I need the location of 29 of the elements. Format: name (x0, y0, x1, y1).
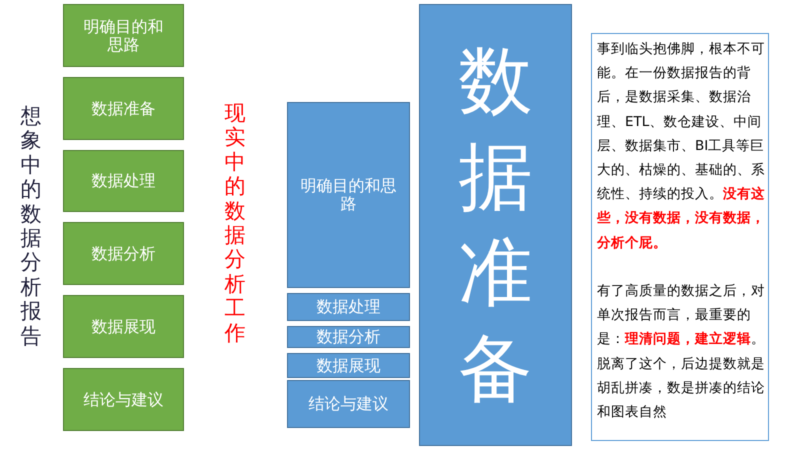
step-box (63, 368, 184, 431)
highlight-box (419, 4, 572, 446)
step-box (63, 4, 184, 67)
box-label: 明确目的和思路 (82, 18, 164, 54)
step-box (63, 77, 184, 140)
text-box (591, 33, 769, 441)
box-label: 结论与建议 (84, 390, 164, 408)
paragraph: 事到临头抱佛脚，根本不可能。在一份数据报告的背后，是数据采集、数据治理、ETL、数仓建设、中间层、数据集市、BI工具等巨大的、枯燥的、基础的、系统性、持续的投入。没有这些，没有数据，没有数据，分析个屁。 (597, 40, 766, 253)
box-label: 数据展现 (92, 318, 156, 336)
step-box (287, 353, 410, 378)
step-box (287, 380, 410, 428)
step-box (287, 102, 410, 288)
box-label: 数据分析 (92, 244, 156, 262)
box-label: 数据处理 (92, 172, 156, 190)
step-box (287, 326, 410, 348)
box-title: 数据准备 (458, 37, 534, 414)
step-box (63, 222, 184, 285)
step-box (287, 293, 410, 321)
box-label: 数据分析 (316, 328, 380, 346)
step-box (63, 150, 184, 212)
box-label: 明确目的和思路 (300, 177, 398, 213)
vertical-heading: 现实中的数据分析工作 (224, 101, 246, 346)
box-label: 数据展现 (316, 356, 380, 374)
paragraph: 有了高质量的数据之后，对单次报告而言，最重要的是：理清问题，建立逻辑。脱离了这个，后边提数就是胡乱拼凑，数是拼凑的结论和图表自然 (597, 282, 766, 422)
vertical-heading: 想象中的数据分析报告 (20, 104, 42, 348)
step-box (63, 295, 184, 358)
box-label: 数据准备 (92, 100, 156, 118)
box-label: 结论与建议 (308, 395, 388, 413)
box-label: 数据处理 (316, 298, 380, 316)
